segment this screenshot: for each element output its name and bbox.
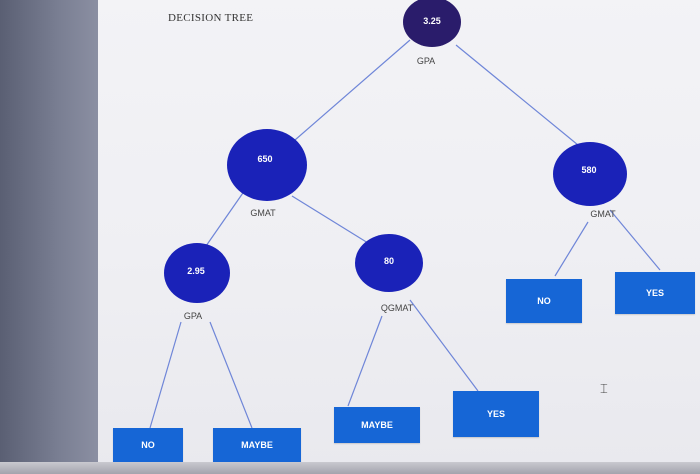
text-cursor-icon: ⌶ — [600, 382, 608, 397]
monitor-bezel-bottom — [0, 462, 700, 474]
node-gmat-left-label: GMAT — [250, 208, 276, 218]
node-gpa-left — [164, 243, 230, 303]
node-gmat-right-value: 580 — [581, 165, 597, 175]
leaf-no-2: NO — [506, 279, 582, 323]
edge-qgmat-yes — [409, 299, 479, 392]
edge-gmat-right-yes — [609, 209, 661, 271]
edge-gmat-right-no — [554, 221, 589, 277]
leaf-yes-1: YES — [453, 391, 539, 437]
node-root — [403, 0, 461, 47]
node-qgmat-value: 80 — [383, 256, 395, 266]
leaf-no-1: NO — [113, 428, 183, 462]
node-gpa-left-label: GPA — [183, 311, 203, 321]
node-gmat-right-label: GMAT — [590, 209, 616, 219]
monitor-bezel-left — [0, 0, 100, 474]
leaf-maybe-2: MAYBE — [334, 407, 420, 443]
edge-gmat-left-gpa — [205, 189, 246, 247]
node-gmat-left-value: 650 — [257, 154, 273, 164]
node-root-value: 3.25 — [423, 16, 441, 26]
leaf-maybe-1: MAYBE — [213, 428, 301, 462]
node-gmat-right — [553, 142, 627, 206]
node-gmat-left — [227, 129, 307, 201]
node-qgmat-label: QGMAT — [380, 303, 414, 313]
edge-gpa-no — [149, 321, 182, 429]
diagram-title: DECISION TREE — [168, 12, 254, 24]
leaf-yes-2: YES — [615, 272, 695, 314]
edge-qgmat-maybe — [347, 315, 383, 407]
node-qgmat — [355, 234, 423, 292]
edge-root-gmat-left — [294, 39, 411, 141]
edge-gmat-left-qgmat — [291, 195, 369, 244]
node-root-label: GPA — [416, 56, 436, 66]
edge-gpa-maybe — [209, 321, 253, 429]
node-gpa-left-value: 2.95 — [187, 266, 205, 276]
edge-root-gmat-right — [455, 44, 579, 146]
